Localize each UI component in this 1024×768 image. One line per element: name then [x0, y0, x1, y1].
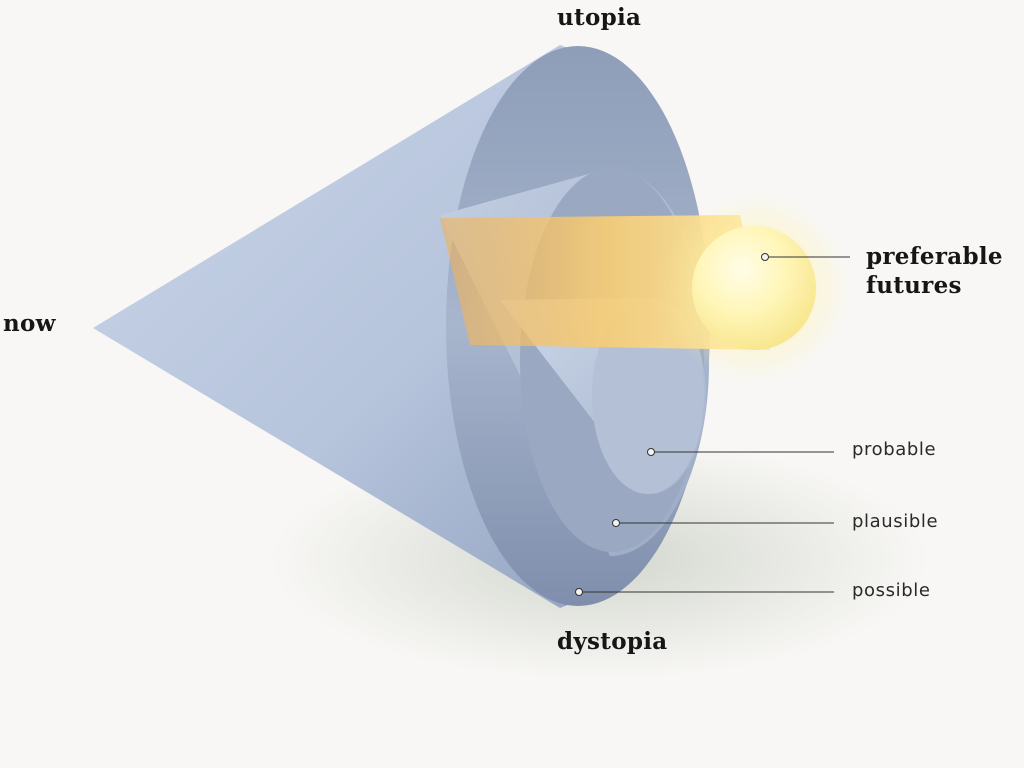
leader-dot-preferable [761, 253, 769, 261]
preferable-sphere [692, 226, 816, 350]
dystopia-label: dystopia [557, 628, 668, 655]
utopia-label: utopia [557, 4, 642, 31]
leader-dot-possible [575, 588, 583, 596]
preferable-label-line2: futures [866, 272, 962, 299]
plausible-label: plausible [852, 511, 939, 532]
preferable-futures-label: preferable futures [866, 242, 1003, 300]
now-label: now [3, 310, 56, 337]
leader-dot-plausible [612, 519, 620, 527]
preferable-label-line1: preferable [866, 243, 1003, 270]
possible-label: possible [852, 580, 931, 601]
leader-dot-probable [647, 448, 655, 456]
probable-label: probable [852, 439, 937, 460]
